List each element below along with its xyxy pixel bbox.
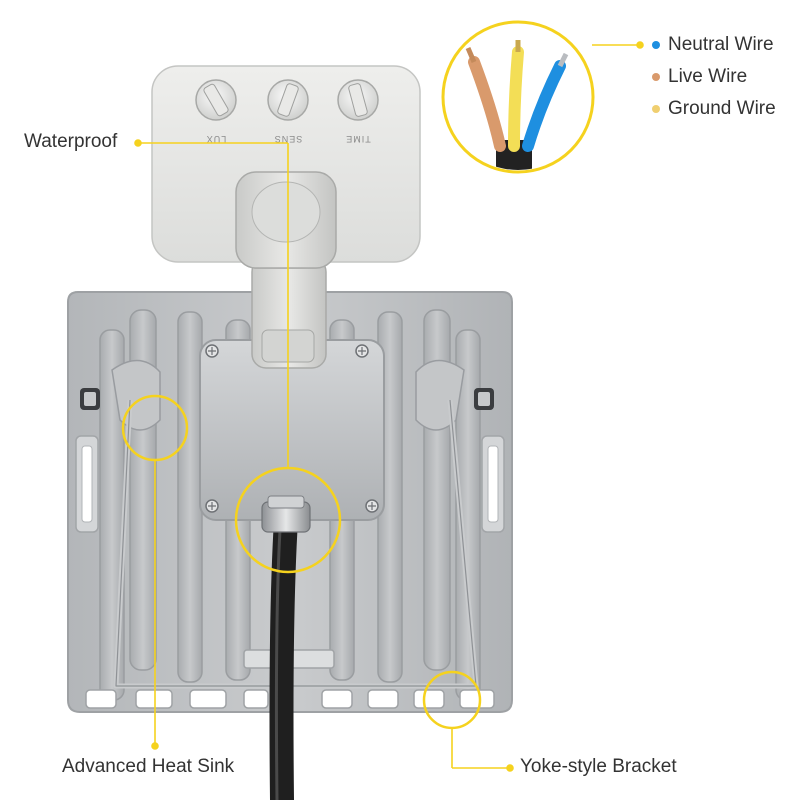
neutral-dot-icon bbox=[652, 41, 660, 49]
junction-box bbox=[199, 339, 385, 521]
knob-label-lux: LUX bbox=[206, 134, 227, 144]
knob-time[interactable] bbox=[337, 79, 379, 121]
callout-heat-sink: Advanced Heat Sink bbox=[62, 756, 235, 777]
knob-sens[interactable] bbox=[267, 79, 309, 121]
bracket-arms bbox=[111, 359, 465, 431]
legend-item-live: Live Wire bbox=[652, 66, 747, 88]
legend-label-live: Live Wire bbox=[668, 66, 748, 87]
legend-item-neutral: Neutral Wire bbox=[652, 34, 774, 56]
motion-sensor-head: LUX SENS TIME bbox=[151, 65, 421, 269]
bottom-vents bbox=[85, 689, 495, 709]
knob-label-sens: SENS bbox=[274, 134, 303, 144]
knob-label-time: TIME bbox=[345, 134, 371, 144]
power-cable bbox=[269, 508, 298, 800]
callout-waterproof: Waterproof bbox=[24, 131, 118, 152]
pivot-screws bbox=[80, 388, 494, 410]
wire-inset bbox=[441, 20, 595, 174]
legend-item-ground: Ground Wire bbox=[652, 98, 776, 120]
legend-label-neutral: Neutral Wire bbox=[668, 34, 774, 55]
ground-dot-icon bbox=[652, 105, 660, 113]
cable-gland-nut bbox=[261, 495, 311, 533]
callout-lines bbox=[134, 41, 644, 772]
legend-label-ground: Ground Wire bbox=[668, 98, 776, 119]
live-dot-icon bbox=[652, 73, 660, 81]
knob-lux[interactable] bbox=[195, 79, 237, 121]
side-clips bbox=[75, 435, 505, 533]
callout-bracket: Yoke-style Bracket bbox=[520, 756, 677, 777]
